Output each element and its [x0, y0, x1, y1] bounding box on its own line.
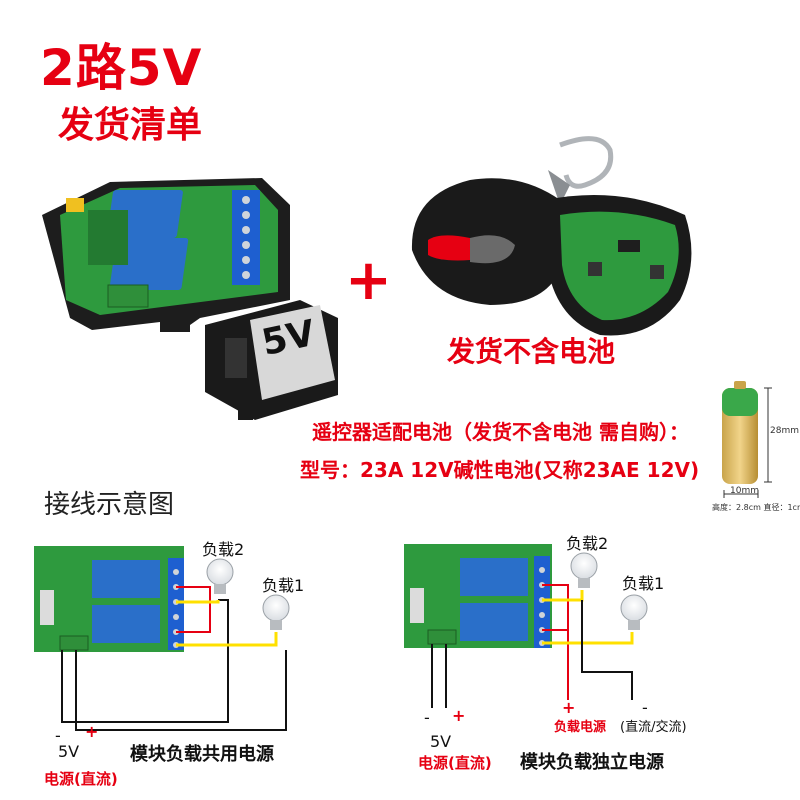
remote-battery-note: 发货不含电池 [447, 335, 616, 368]
page-subtitle: 发货清单 [58, 105, 203, 146]
right-load2-label: 负载2 [566, 534, 609, 553]
right-load1-label: 负载1 [622, 574, 665, 593]
wiring-title: 接线示意图 [44, 490, 175, 520]
right-load-power-label: 负载电源 [554, 720, 607, 735]
module-case-icon [205, 300, 338, 420]
right-load-minus-label: - [642, 698, 648, 717]
battery-diameter-label: 10mm [730, 486, 759, 496]
left-voltage-label: 5V [58, 742, 80, 761]
battery-spec-caption: 高度：2.8cm 直径：1cm [712, 503, 800, 512]
right-load-plus-label: + [562, 698, 576, 717]
battery-height-label: 28mm [770, 426, 799, 436]
right-load-power-type: (直流/交流) [620, 720, 687, 735]
left-caption: 模块负载共用电源 [130, 744, 274, 765]
bulb-icon [206, 558, 234, 594]
left-plus-label: + [85, 722, 99, 741]
left-power-label: 电源(直流) [44, 770, 118, 788]
battery-note-line1: 遥控器适配电池（发货不含电池 需自购）： [312, 420, 689, 444]
page-title: 2路5V [40, 39, 203, 97]
bulb-icon [570, 552, 598, 588]
battery-note-line2: 型号：23A 12V碱性电池(又称23AE 12V) [300, 458, 700, 482]
battery-icon [722, 381, 772, 498]
right-plus-label: + [452, 706, 466, 725]
right-minus-label: - [424, 708, 430, 727]
left-minus-label: - [55, 726, 61, 745]
left-load1-label: 负载1 [262, 576, 305, 595]
bulb-icon [262, 594, 290, 630]
bulb-icon [620, 594, 648, 630]
wiring-diagram-left [34, 546, 290, 731]
left-load2-label: 负载2 [202, 540, 245, 559]
right-caption: 模块负载独立电源 [520, 752, 664, 773]
remote-fob-icon [411, 136, 692, 336]
right-power-label: 电源(直流) [418, 754, 492, 772]
wiring-diagram-right [404, 544, 648, 708]
relay-module-icon [42, 178, 290, 332]
right-voltage-label: 5V [430, 732, 452, 751]
plus-sign: + [345, 248, 392, 313]
